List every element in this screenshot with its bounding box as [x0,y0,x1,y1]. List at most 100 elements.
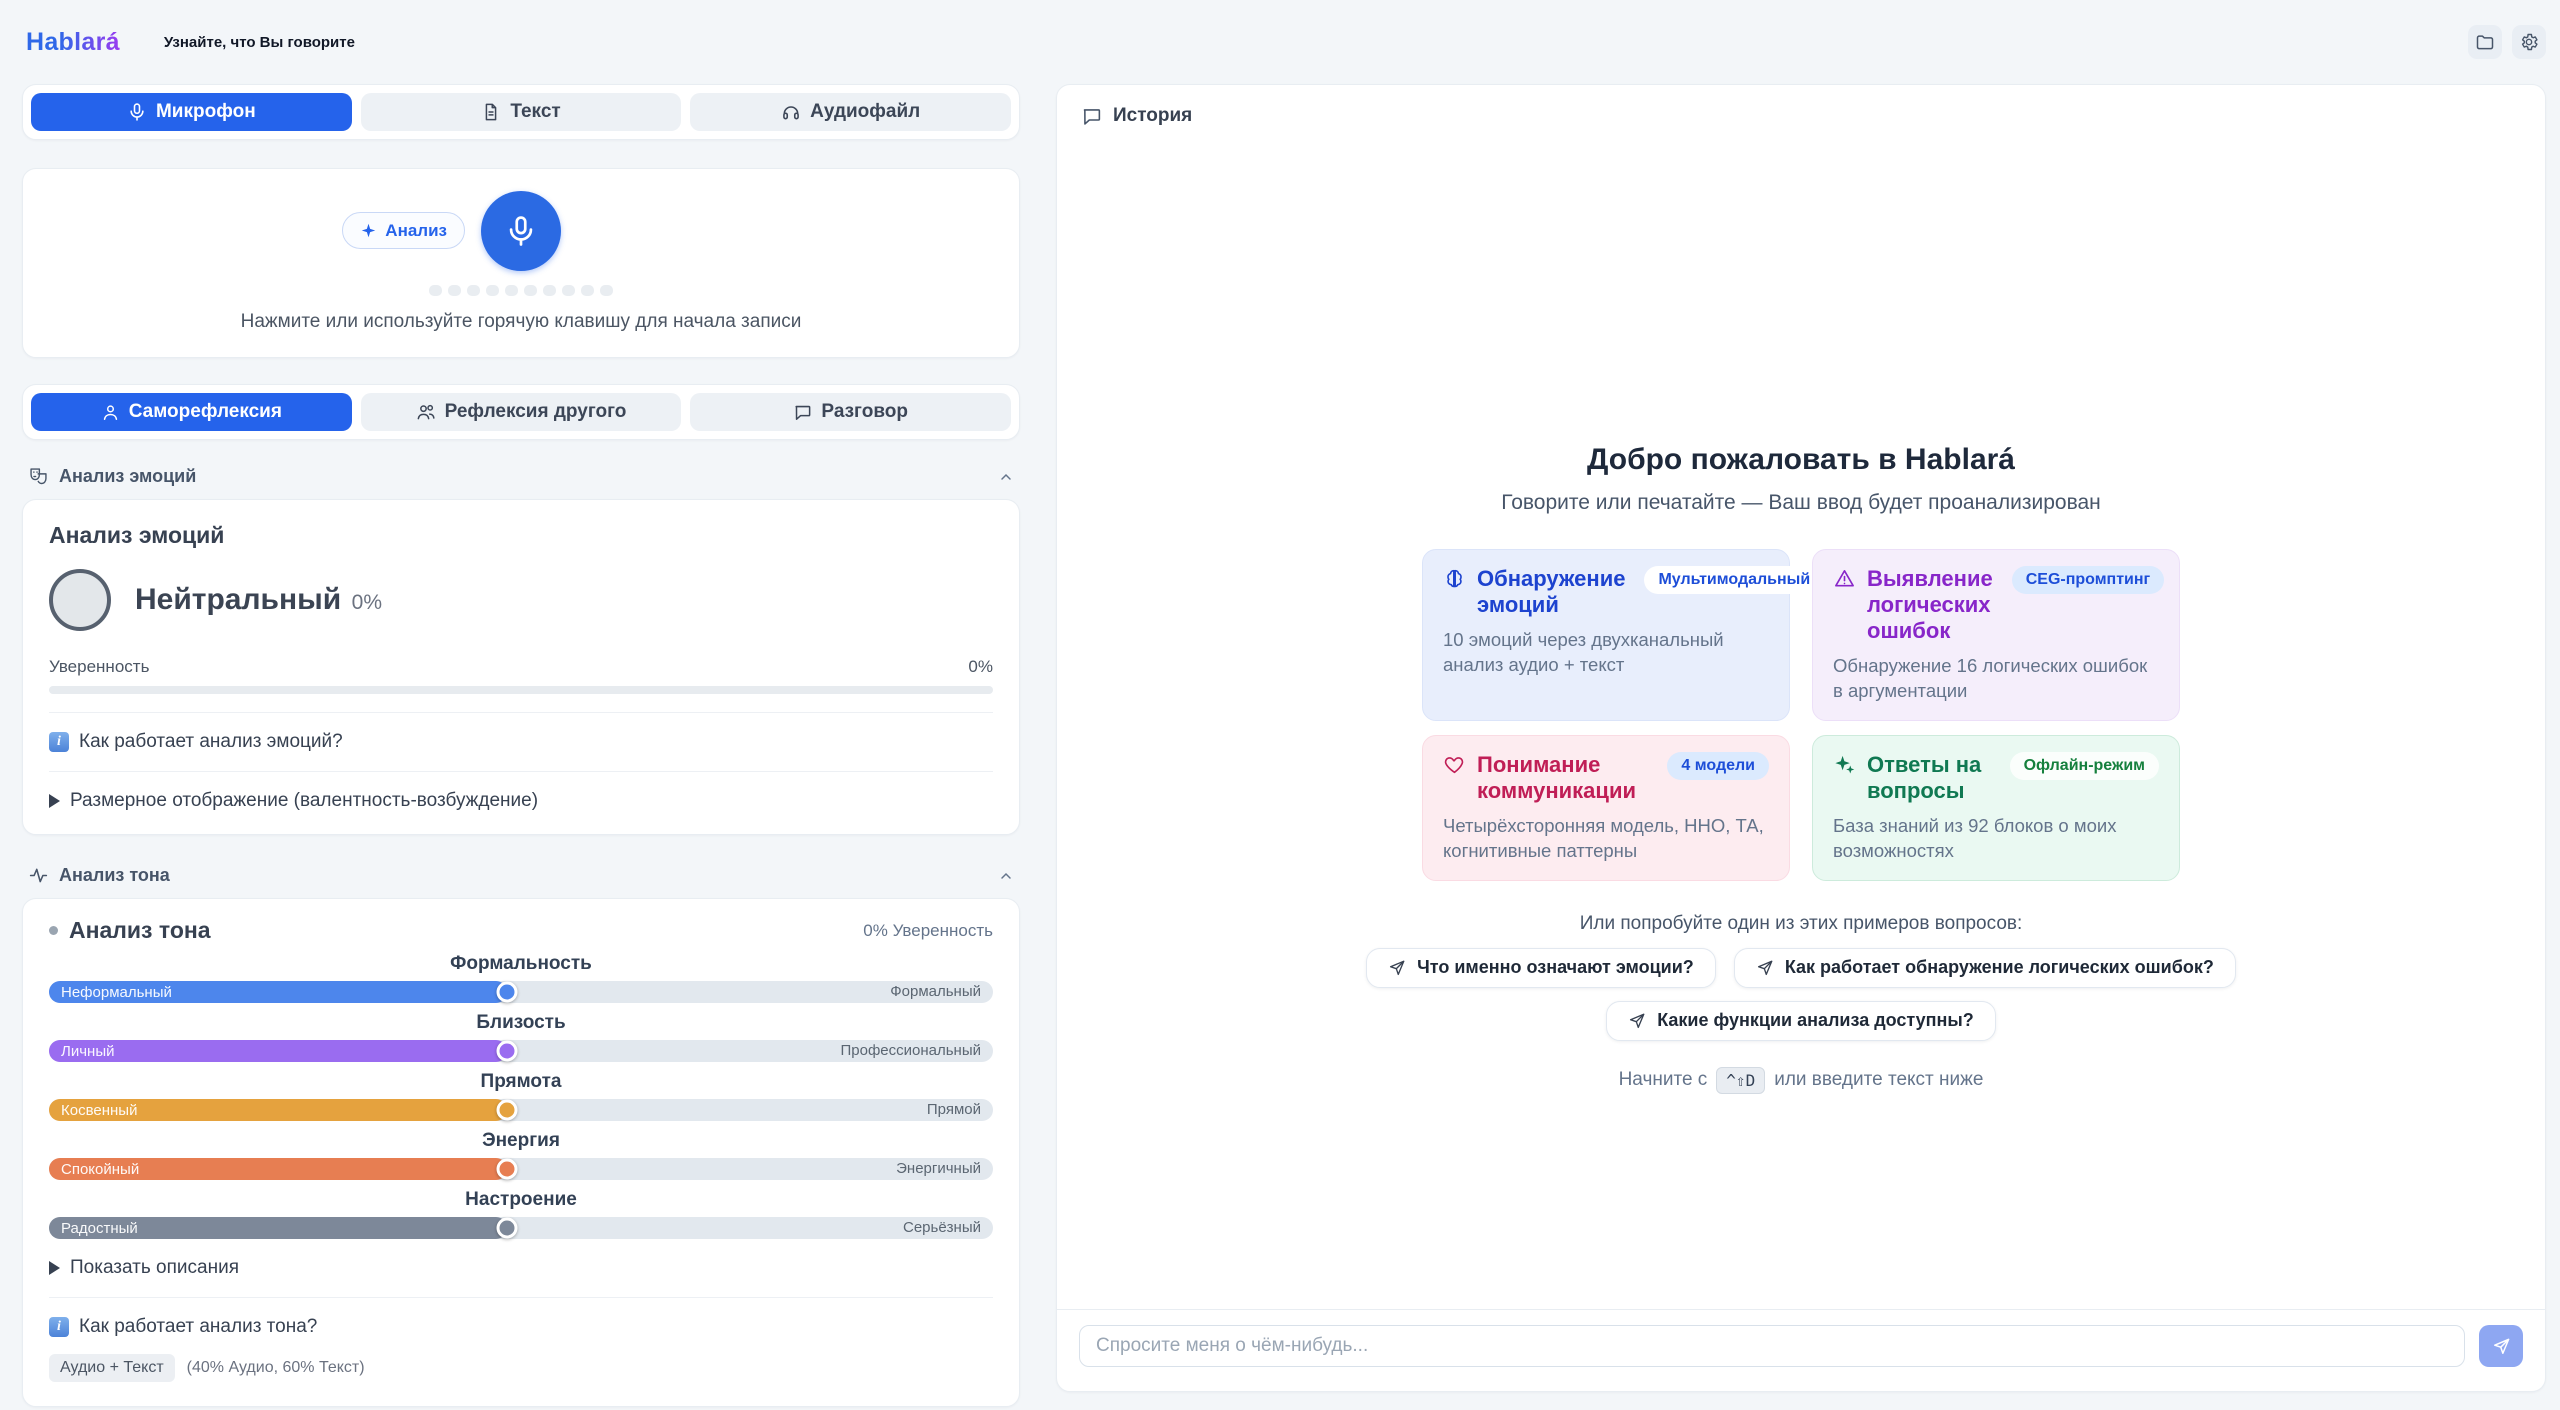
tone-slider-energy: Энергия Спокойный Энергичный [49,1130,993,1180]
example-question-button[interactable]: Что именно означают эмоции? [1366,947,1716,988]
slider-left-label: Косвенный [61,1101,138,1119]
slider-right-label: Энергичный [896,1160,981,1177]
source-detail: (40% Аудио, 60% Текст) [186,1359,365,1376]
level-dot [581,285,594,296]
warning-triangle-icon [1833,567,1856,590]
slider-name: Настроение [465,1189,577,1210]
feature-description: База знаний из 92 блоков о моих возможно… [1833,814,2117,861]
app-logo: Hablará [26,27,120,56]
show-descriptions-toggle[interactable]: Показать описания [49,1257,993,1279]
feature-description: Обнаружение 16 логических ошибок в аргум… [1833,654,2148,701]
folder-button[interactable] [2468,25,2502,59]
collapse-chevron-icon[interactable] [998,469,1014,485]
hotkey-kbd: ^⇧D [1716,1066,1766,1094]
level-dot [429,285,442,296]
emotion-percent: 0% [351,591,382,614]
slider-thumb[interactable] [496,1158,518,1180]
slider-fill: Неформальный [49,981,507,1003]
top-actions [2468,25,2546,59]
slider-name: Близость [476,1012,566,1033]
chat-input-bar [1057,1309,2545,1391]
settings-button[interactable] [2512,25,2546,59]
feature-description: 10 эмоций через двухканальный анализ ауд… [1443,628,1724,675]
slider-right-label: Серьёзный [903,1219,981,1236]
feature-title: Обнаружение эмоций [1477,566,1626,617]
send-button[interactable] [2479,1325,2523,1367]
welcome-subtitle: Говорите или печатайте — Ваш ввод будет … [1501,491,2101,514]
slider-thumb[interactable] [496,1040,518,1062]
pulse-icon [28,865,49,886]
tab-label: Текст [510,101,561,122]
slider-right-label: Формальный [890,983,981,1000]
person-icon [101,403,120,422]
example-question-button[interactable]: Какие функции анализа доступны? [1606,1000,1996,1041]
level-dot [524,285,537,296]
history-header: История [1057,85,2545,127]
tab-label: Разговор [821,401,908,422]
gear-icon [2519,32,2539,52]
emotion-section-header: Анализ эмоций [28,466,1014,487]
tone-slider-formality: Формальность Неформальный Формальный [49,953,993,1003]
tab-microphone[interactable]: Микрофон [31,93,352,131]
level-dot [486,285,499,296]
examples-label: Или попробуйте один из этих примеров воп… [1579,912,2023,934]
slider-track[interactable]: Неформальный Формальный [49,981,993,1003]
record-button[interactable] [481,191,561,271]
input-mode-tabs: Микрофон Текст Аудиофайл [22,84,1020,140]
confidence-bar [49,686,993,694]
tab-audio-file[interactable]: Аудиофайл [690,93,1012,131]
slider-track[interactable]: Спокойный Энергичный [49,1158,993,1180]
slider-track[interactable]: Радостный Серьёзный [49,1217,993,1239]
masks-icon [28,466,49,487]
slider-left-label: Спокойный [61,1160,140,1178]
example-question-button[interactable]: Как работает обнаружение логических ошиб… [1733,947,2236,988]
slider-thumb[interactable] [496,1099,518,1121]
slider-track[interactable]: Косвенный Прямой [49,1099,993,1121]
tone-how-link[interactable]: i Как работает анализ тона? [49,1316,993,1338]
tab-conversation[interactable]: Разговор [690,393,1012,431]
level-dot [600,285,613,296]
confidence-row: Уверенность 0% [49,657,993,677]
emotion-how-link[interactable]: i Как работает анализ эмоций? [49,731,993,753]
section-title: Анализ тона [59,865,170,885]
feature-card-emotions: Обнаружение эмоций Мультимодальный 10 эм… [1422,549,1825,721]
emotion-result: Нейтральный 0% [49,569,993,631]
chat-input[interactable] [1079,1325,2465,1367]
analysis-badge[interactable]: Анализ [342,212,465,249]
feature-card-communication: Понимание коммуникации 4 модели Четырёхс… [1422,734,1790,881]
tone-card-header: Анализ тона 0% Уверенность [49,917,993,944]
slider-track[interactable]: Личный Профессиональный [49,1040,993,1062]
chat-square-icon [1081,106,1102,127]
feature-badge: 4 модели [1667,751,1769,780]
tab-self-reflection[interactable]: Саморефлексия [31,393,352,431]
triangle-right-icon [49,794,60,808]
sparkle-icon [360,222,377,239]
tab-text[interactable]: Текст [360,93,682,131]
recorder-card: Анализ Нажмите или используйте горячую к… [22,168,1020,358]
tone-card-title: Анализ тона [69,917,211,943]
slider-fill: Спокойный [49,1158,507,1180]
status-dot-icon [49,926,58,935]
recorder-controls: Анализ [23,191,1019,271]
slider-thumb[interactable] [496,981,518,1003]
emotion-card-title: Анализ эмоций [49,522,225,548]
slider-name: Формальность [450,953,592,974]
link-label: Как работает анализ эмоций? [79,731,343,752]
feature-title: Ответы на вопросы [1867,751,1982,803]
sparkles-icon [1833,753,1856,776]
collapse-chevron-icon[interactable] [998,868,1014,884]
slider-thumb[interactable] [496,1217,518,1239]
level-dot [505,285,518,296]
dimensional-view-toggle[interactable]: Размерное отображение (валентность-возбу… [49,790,993,812]
tab-reflect-other[interactable]: Рефлексия другого [360,393,682,431]
chat-bubble-icon [793,403,812,422]
slider-name: Энергия [482,1130,560,1151]
info-icon: i [49,732,69,752]
folder-icon [2475,32,2495,52]
feature-description: Четырёхсторонняя модель, ННО, ТА, когнит… [1443,814,1764,861]
reflection-mode-tabs: Саморефлексия Рефлексия другого Разговор [22,384,1020,440]
emotion-indicator-circle [49,569,111,631]
tone-slider-mood: Настроение Радостный Серьёзный [49,1189,993,1239]
slider-left-label: Личный [61,1042,115,1060]
feature-title: Понимание коммуникации [1477,751,1636,803]
